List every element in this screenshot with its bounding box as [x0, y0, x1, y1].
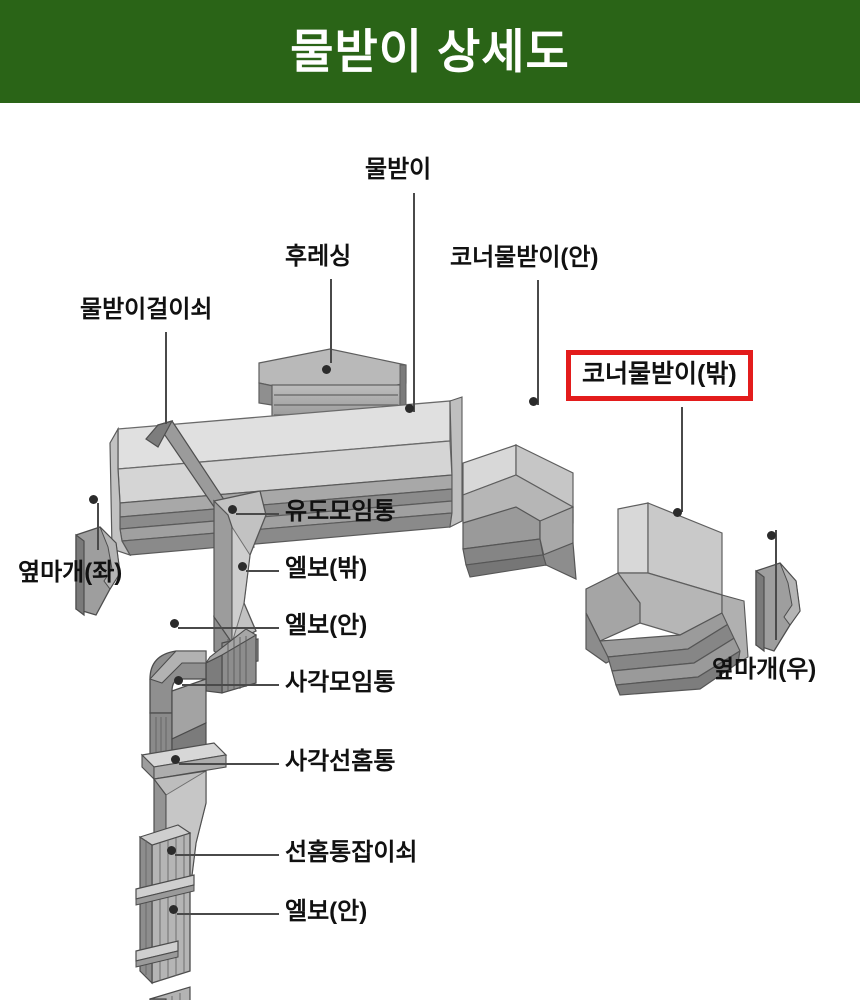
part-main-gutter — [109, 396, 463, 557]
square-box-dot — [174, 676, 183, 685]
leader-line-corner-gutter-out — [681, 407, 683, 512]
part-corner-gutter-inner — [462, 444, 577, 580]
leader-line-corner-gutter-in — [537, 280, 539, 405]
leader-line-elbow-in-upper — [178, 627, 279, 629]
flashing-dot — [322, 365, 331, 374]
part-label-end-cap-right: 옆마개(우) — [712, 656, 817, 683]
elbow-in-upper-dot — [170, 619, 179, 628]
leader-line-gutter — [413, 193, 415, 412]
page-title: 물받이 상세도 — [290, 25, 570, 78]
bracket-dot — [167, 846, 176, 855]
page-header-banner: 물받이 상세도 — [0, 0, 860, 103]
leader-line-funnel-box — [236, 513, 279, 515]
part-label-gutter-hanger: 물받이걸이쇠 — [80, 296, 213, 323]
gutter-assembly-artwork — [75, 348, 801, 1000]
elbow-out-dot — [238, 562, 247, 571]
leader-line-end-cap-left — [97, 503, 99, 550]
part-elbow-outside — [204, 628, 258, 694]
part-end-cap-right — [755, 562, 801, 653]
part-label-funnel-box: 유도모임통 — [285, 498, 396, 525]
part-label-end-cap-left: 옆마개(좌) — [18, 559, 123, 586]
leader-line-end-cap-right — [775, 530, 777, 640]
part-label-elbow-out: 엘보(밖) — [285, 555, 368, 582]
leader-line-square-downpipe — [179, 763, 279, 765]
corner-out-dot — [673, 508, 682, 517]
part-label-gutter: 물받이 — [365, 156, 432, 183]
part-label-flashing: 후레싱 — [285, 243, 352, 270]
corner-in-dot — [529, 397, 538, 406]
leader-line-flashing — [330, 279, 332, 363]
leader-line-square-box — [182, 684, 279, 686]
leader-line-elbow-in-lower — [177, 913, 279, 915]
leader-line-elbow-out — [246, 570, 279, 572]
part-label-square-downpipe: 사각선홈통 — [285, 748, 396, 775]
end-cap-right-dot — [767, 531, 776, 540]
gutter-dot — [405, 404, 414, 413]
end-cap-left-dot — [89, 495, 98, 504]
part-end-cap-left — [75, 526, 121, 617]
part-corner-gutter-outer — [585, 502, 749, 696]
downpipe-dot — [171, 755, 180, 764]
part-label-elbow-in-lower: 엘보(안) — [285, 898, 368, 925]
part-label-corner-gutter-in: 코너물받이(안) — [450, 244, 599, 271]
funnel-dot — [228, 505, 237, 514]
leader-line-downpipe-bracket — [175, 854, 279, 856]
leader-line-gutter-hanger — [165, 332, 167, 424]
part-label-corner-gutter-out: 코너물받이(밖) — [566, 350, 753, 401]
part-label-downpipe-bracket: 선홈통잡이쇠 — [285, 839, 418, 866]
part-downpipe-bracket-lower — [135, 940, 179, 968]
part-label-square-box: 사각모임통 — [285, 669, 396, 696]
part-downpipe-bracket-upper — [135, 874, 195, 906]
part-elbow-inside-lower — [149, 986, 191, 1000]
elbow-low-dot — [169, 905, 178, 914]
part-label-elbow-in-upper: 엘보(안) — [285, 612, 368, 639]
